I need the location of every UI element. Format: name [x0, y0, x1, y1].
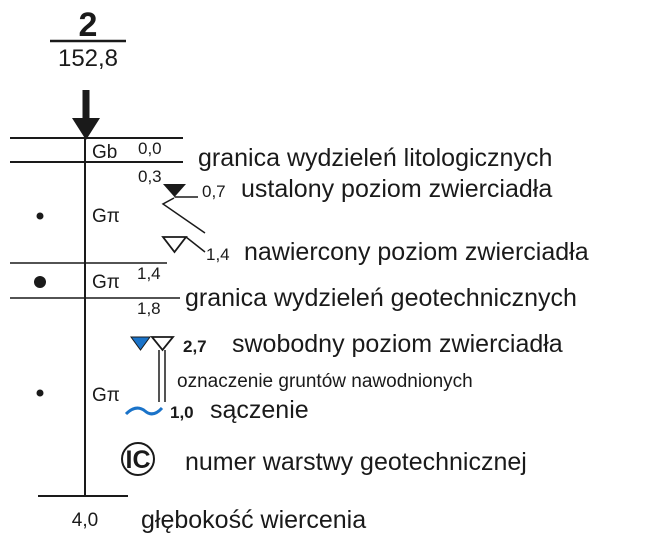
geotechnical-layer-badge-label: IC: [126, 446, 151, 474]
legend-lithologic-boundary: granica wydzieleń litologicznych: [198, 144, 552, 172]
borehole-elevation: 152,8: [58, 45, 118, 72]
soil-sample-dot-icon-2: [36, 389, 44, 397]
drilled-water-depth: 1,4: [206, 245, 230, 264]
layer-3-depth-bottom: 1,8: [137, 299, 161, 318]
legend-geotechnical-boundary: granica wydzieleń geotechnicznych: [185, 284, 577, 312]
geotechnical-layer-badge: [121, 442, 155, 476]
legend-seepage: sączenie: [210, 396, 309, 424]
borehole-final-depth: 4,0: [72, 510, 98, 531]
layer-1-soil: Gb: [92, 142, 117, 163]
soil-sample-dot-icon: [36, 212, 44, 220]
legend-free-water: swobodny poziom zwierciadła: [232, 330, 563, 358]
layer-3-soil: Gπ: [92, 272, 120, 293]
stable-water-depth: 0,7: [202, 182, 226, 201]
legend-depth: głębokość wiercenia: [141, 506, 366, 534]
borehole-number: 2: [79, 6, 98, 44]
legend-drilled-water: nawiercony poziom zwierciadła: [244, 238, 589, 266]
legend-stable-water: ustalony poziom zwierciadła: [241, 175, 552, 203]
free-water-level-blue-icon: [130, 336, 151, 351]
layer-2-soil: Gπ: [92, 206, 120, 227]
water-level-z-connector: [161, 197, 206, 234]
layer-4-soil: Gπ: [92, 385, 120, 406]
drilled-water-level-icon: [161, 236, 188, 254]
layer-2-depth-bottom: 1,4: [137, 264, 161, 283]
seepage-wave-icon: [124, 406, 164, 416]
free-water-level-outline-icon: [150, 336, 175, 352]
seepage-depth: 1,0: [170, 403, 194, 422]
soil-sample-dot-large-icon: [34, 276, 46, 288]
layer-1-depth-top: 0,0: [138, 139, 162, 158]
legend-layer-number: numer warstwy geotechnicznej: [185, 448, 527, 476]
drilled-level-connector-line: [185, 236, 206, 253]
borehole-arrow-head-icon: [72, 118, 100, 140]
layer-1-depth-bottom: 0,3: [138, 167, 162, 186]
free-water-depth: 2,7: [183, 337, 207, 356]
stable-water-level-icon: [163, 184, 186, 197]
legend-saturated-soils: oznaczenie gruntów nawodnionych: [177, 371, 473, 392]
